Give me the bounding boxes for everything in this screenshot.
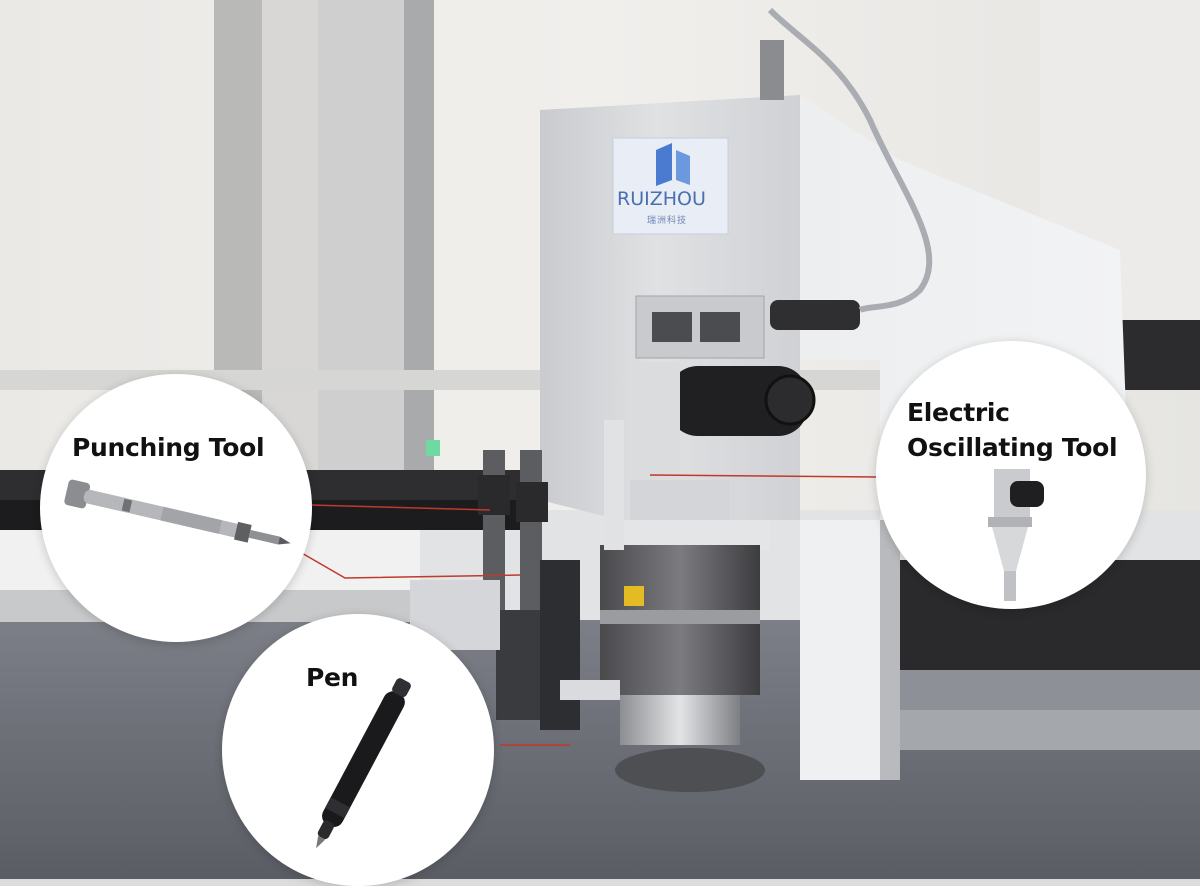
- pen-label: Pen: [306, 663, 359, 692]
- punching-tool-icon: [64, 479, 291, 545]
- brand-subtitle: 瑞洲科技: [647, 216, 688, 226]
- leader-line-oscillating: [649, 474, 879, 478]
- oscillating-tool-label-line2: Oscillating Tool: [907, 433, 1118, 462]
- oscillating-tool-callout: Electric Oscillating Tool: [876, 341, 1146, 609]
- leader-line-pen: [299, 551, 521, 579]
- brand-logo-icon: [656, 143, 672, 186]
- pen-icon: [316, 678, 411, 849]
- leader-line-punching: [309, 504, 491, 511]
- brand-name: RUIZHOU: [617, 188, 706, 210]
- oscillating-tool-icon: [988, 469, 1044, 601]
- oscillating-tool-label-line1: Electric: [907, 398, 1010, 427]
- punching-tool-callout: Punching Tool: [40, 374, 312, 642]
- punching-tool-label: Punching Tool: [72, 433, 265, 462]
- pen-callout: Pen: [222, 614, 494, 886]
